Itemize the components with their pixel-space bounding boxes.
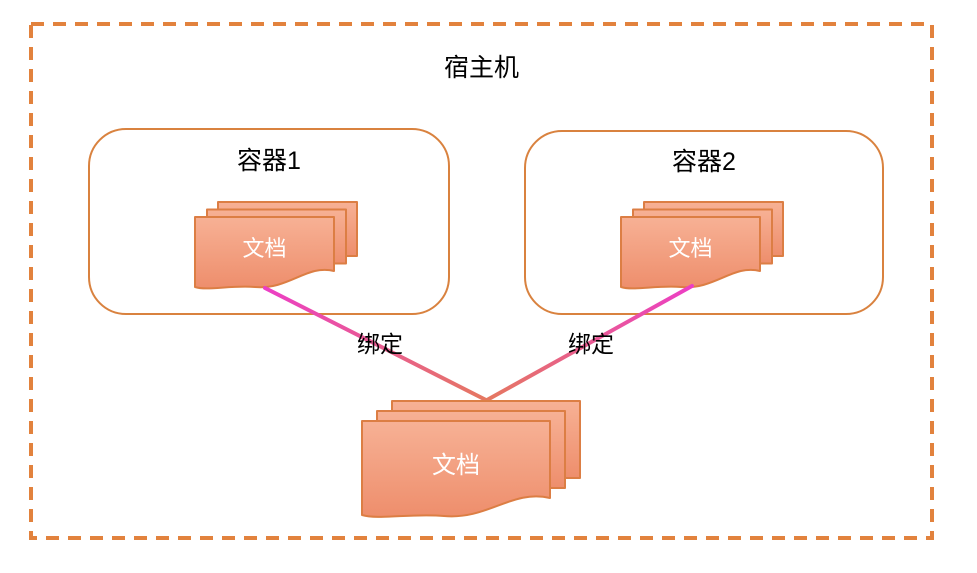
container-1-label: 容器1 (237, 147, 301, 175)
document-label-shared: 文档 (432, 452, 480, 479)
container-2-label: 容器2 (672, 148, 736, 176)
host-title: 宿主机 (443, 54, 519, 82)
binding-label-right: 绑定 (568, 331, 614, 357)
binding-label-left: 绑定 (357, 331, 403, 357)
document-label-container1: 文档 (242, 236, 287, 261)
document-label-container2: 文档 (668, 236, 713, 261)
